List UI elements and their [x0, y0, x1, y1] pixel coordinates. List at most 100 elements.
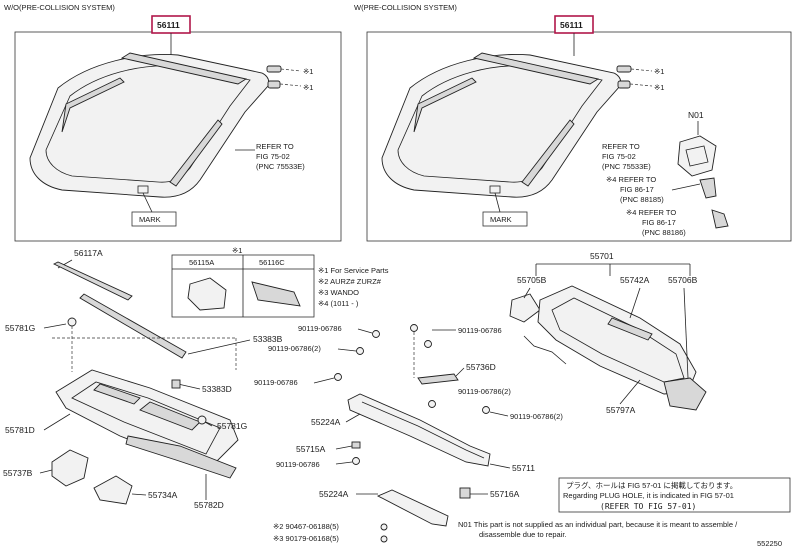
clip-icon-a-right[interactable]: [616, 65, 632, 73]
clip-icon-a-left[interactable]: [266, 65, 282, 73]
cowl-bracket-assembly: 90119-06786 90119-06786(2) 90119-06786 9…: [254, 324, 563, 543]
refer-left-l3: (PNC 75533E): [256, 162, 305, 171]
clip-icon-55781g-a[interactable]: [67, 317, 77, 327]
sensor-cover-b-icon[interactable]: [711, 209, 729, 229]
top-molding-left[interactable]: [120, 52, 248, 85]
bracket-55737b[interactable]: [51, 449, 89, 487]
callout-56111-left: 56111: [157, 20, 180, 30]
label-55737b: 55737B: [3, 468, 33, 478]
label-55781d: 55781D: [5, 425, 35, 435]
molding-strip-left[interactable]: [61, 77, 125, 133]
label-55781g-b: 55781G: [217, 421, 247, 431]
drain-hose: [523, 335, 567, 365]
cowl-bracket-55711[interactable]: [347, 393, 491, 467]
cowl-panel-assembly: 55701 55705B 55742A 55706B 55797A: [509, 251, 707, 415]
refer-86-17b-l2: FIG 86-17: [642, 218, 676, 227]
mark-1-b-right: ※1: [654, 83, 664, 92]
label-90119-c: 90119-06786: [254, 378, 298, 387]
cowl-top-panel[interactable]: [55, 369, 239, 471]
seal-55742a[interactable]: [607, 317, 653, 341]
label-55734a: 55734A: [148, 490, 178, 500]
label-55742a: 55742A: [620, 275, 650, 285]
label-55224a-a: 55224A: [311, 417, 341, 427]
bracket-55736d[interactable]: [417, 373, 459, 385]
cowl-top-assembly: 56117A 53383B 55781G 53383D 55781D 55781…: [3, 248, 283, 510]
label-55224a-b: 55224A: [319, 489, 349, 499]
n01-label: N01: [688, 110, 704, 120]
sensor-cover-a-icon[interactable]: [699, 177, 717, 199]
clip-56116c-icon[interactable]: [251, 281, 301, 307]
legend-line-1: ※1 For Service Parts: [318, 266, 389, 275]
bolt-icon-b[interactable]: [356, 347, 364, 355]
note-line-3: (REFER TO FIG 57-01): [600, 502, 696, 511]
mark-label-box-left: [131, 211, 177, 227]
refer-right-l2: FIG 75-02: [602, 152, 636, 161]
inset-header: ※1: [232, 246, 242, 255]
bolt-icon-h[interactable]: [352, 457, 360, 465]
clip-icon-55781g-b[interactable]: [197, 415, 207, 425]
clip-icon-53383d[interactable]: [171, 379, 181, 389]
side-molding-right[interactable]: [521, 119, 575, 187]
inset-cell-56116c: 56116C: [259, 258, 285, 267]
top-molding-right[interactable]: [472, 52, 600, 85]
bolt-icon-f[interactable]: [428, 400, 436, 408]
bolt-icon-g[interactable]: [482, 406, 490, 414]
legend-line-3: ※3 WANDO: [318, 288, 359, 297]
label-55715a: 55715A: [296, 444, 326, 454]
cowl-panel-55701[interactable]: [537, 285, 697, 395]
label-53383b: 53383B: [253, 334, 283, 344]
refer-86-17a-l1: ※4 REFER TO: [606, 175, 656, 184]
cowl-louver-55782d[interactable]: [125, 435, 237, 479]
seal-56117a[interactable]: [52, 261, 133, 301]
label-55716a: 55716A: [490, 489, 520, 499]
label-55781g-a: 55781G: [5, 323, 35, 333]
clip-icon-b-left[interactable]: [267, 80, 281, 89]
refer-86-17b-l3: (PNC 88186): [642, 228, 686, 237]
legend-line-2: ※2 AURZ# ZURZ#: [318, 277, 382, 286]
label-90179: ※3 90179-06168(5): [273, 534, 339, 543]
left-windshield-panel: 56111 MARK ※1 ※1 REFER TO FIG 75-02 (PNC…: [14, 15, 342, 242]
label-55705b: 55705B: [517, 275, 547, 285]
mark-label-right: MARK: [490, 215, 512, 224]
mark-1-a-right: ※1: [654, 67, 664, 76]
clip-56115a-icon[interactable]: [187, 277, 227, 311]
refer-right-l1: REFER TO: [602, 142, 640, 151]
note-box-frame: [558, 477, 791, 513]
label-55782d: 55782D: [194, 500, 224, 510]
note-line-2: Regarding PLUG HOLE, it is indicated in …: [563, 491, 734, 500]
label-90119-f: 90119-06786(2): [510, 412, 563, 421]
camera-bracket-icon[interactable]: [677, 135, 717, 177]
caption-without-pcs: W/O(PRE-COLLISION SYSTEM): [4, 3, 115, 12]
label-55701: 55701: [590, 251, 614, 261]
refer-86-17b-l1: ※4 REFER TO: [626, 208, 676, 217]
bolt-icon-e[interactable]: [424, 340, 432, 348]
bolt-icon-d[interactable]: [410, 324, 418, 332]
label-55797a: 55797A: [606, 405, 636, 415]
footnote-line-2: disassemble due to repair.: [479, 530, 567, 539]
seal-53383b[interactable]: [79, 293, 187, 359]
side-molding-left[interactable]: [169, 119, 223, 187]
clip-icon-55715a[interactable]: [351, 441, 361, 449]
footnote-line-1: N01 This part is not supplied as an indi…: [458, 520, 738, 529]
side-panel-55705b[interactable]: [509, 293, 541, 323]
refer-left-l1: REFER TO: [256, 142, 294, 151]
bracket-55734a[interactable]: [93, 475, 133, 505]
label-53383d: 53383D: [202, 384, 232, 394]
legend-line-4: ※4 (1011 - ): [318, 299, 359, 308]
label-55736d: 55736D: [466, 362, 496, 372]
side-panel-55706b[interactable]: [663, 377, 707, 411]
mark-1-a-left: ※1: [303, 67, 313, 76]
clip-icon-90467[interactable]: [380, 523, 388, 531]
clip-icon-90179[interactable]: [380, 535, 388, 543]
bolt-icon-c[interactable]: [334, 373, 342, 381]
inset-cell-56115a: 56115A: [189, 258, 214, 267]
cowl-brace-55224a[interactable]: [376, 489, 449, 527]
mark-label-box-right: [482, 211, 528, 227]
clip-icon-b-right[interactable]: [617, 80, 631, 89]
clip-icon-55716a[interactable]: [459, 487, 471, 499]
bolt-icon-a[interactable]: [372, 330, 380, 338]
molding-strip-right[interactable]: [413, 77, 477, 133]
refer-86-17a-l2: FIG 86-17: [620, 185, 654, 194]
